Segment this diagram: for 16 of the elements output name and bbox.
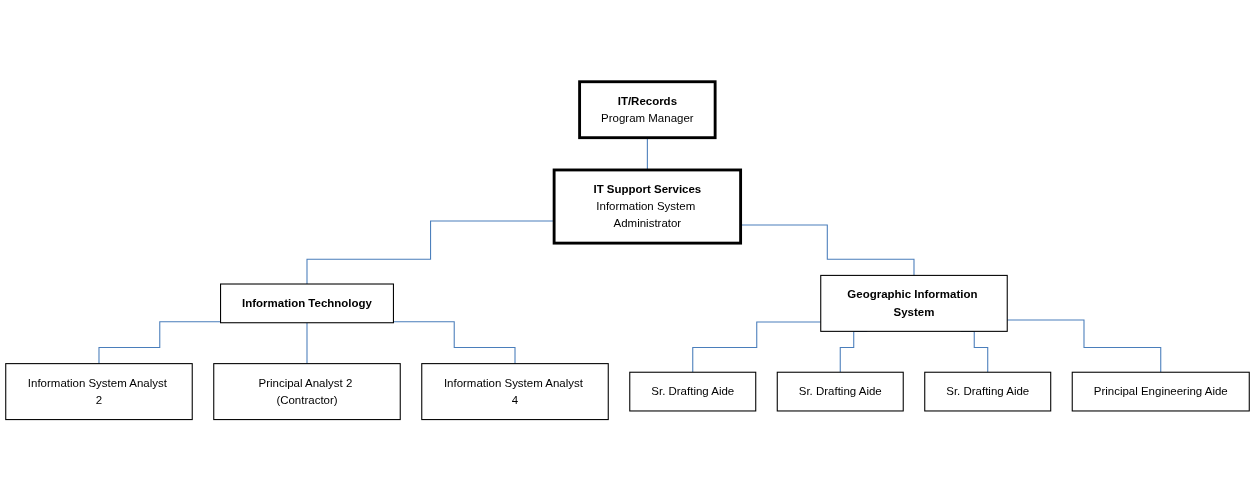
connector xyxy=(306,322,308,364)
connector xyxy=(98,321,222,364)
node-box: Sr. Drafting Aide xyxy=(629,371,757,412)
connector xyxy=(306,220,555,285)
node-box: Information Technology xyxy=(220,283,394,324)
connector xyxy=(392,321,516,364)
node-box: IT/Records Program Manager xyxy=(578,80,717,139)
node-box: Geographic Information System xyxy=(820,274,1008,332)
node-box: Information System Analyst 4 xyxy=(421,362,609,420)
node-box: Sr. Drafting Aide xyxy=(924,371,1052,412)
node-box: IT Support Services Information System Administrator xyxy=(552,168,743,245)
node-box: Principal Analyst 2 (Contractor) xyxy=(213,362,401,420)
node-box: Principal Engineering Aide xyxy=(1071,371,1250,412)
connector xyxy=(740,224,915,276)
node-box: Sr. Drafting Aide xyxy=(776,371,904,412)
node-box: Information System Analyst 2 xyxy=(5,362,193,420)
